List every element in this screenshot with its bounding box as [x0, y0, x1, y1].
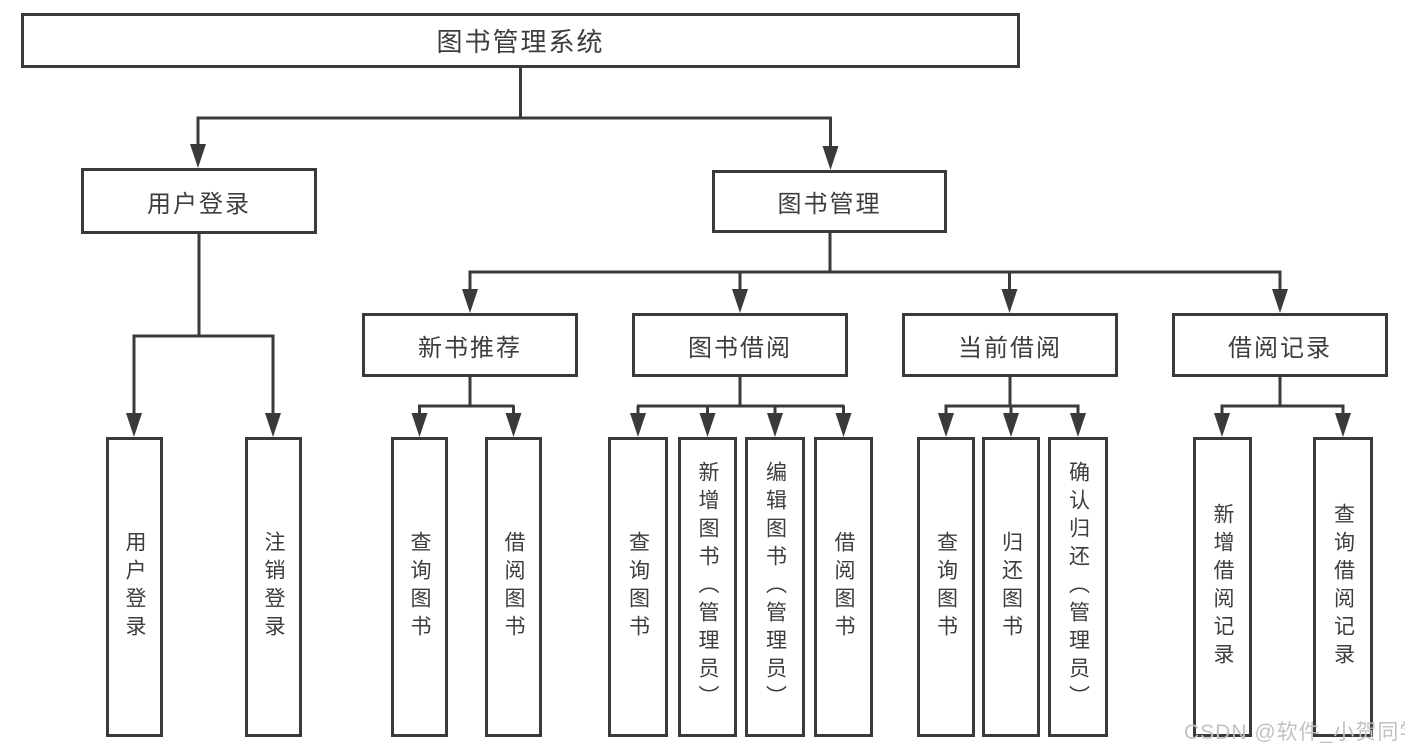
connector-new-book-to-leaves	[418, 377, 515, 413]
arrowheads-new-book-leaves	[411, 413, 522, 437]
node-label: 借阅记录	[1228, 334, 1332, 362]
node-label: 注销登录	[262, 531, 285, 643]
node-borrow-records: 借阅记录	[1172, 313, 1388, 377]
connector-user-login-to-leaves	[132, 234, 275, 413]
node-label: 当前借阅	[958, 334, 1062, 362]
node-label: 新增图书（管理员）	[696, 461, 719, 713]
csdn-watermark: CSDN @软件_小贺同学	[1184, 721, 1405, 744]
node-label: 查询图书	[626, 531, 650, 643]
connector-book-management-to-level3	[468, 233, 1282, 289]
connector-current-borrow-to-leaves	[944, 377, 1080, 413]
node-user-login: 用户登录	[81, 168, 317, 234]
leaf-query-borrow-record: 查询借阅记录	[1313, 437, 1373, 737]
leaf-add-book-admin: 新增图书（管理员）	[678, 437, 737, 737]
leaf-query-book-recommend: 查询图书	[391, 437, 448, 737]
leaf-borrow-book-recommend: 借阅图书	[485, 437, 542, 737]
leaf-query-book-borrow: 查询图书	[608, 437, 668, 737]
node-label: 图书管理	[777, 191, 882, 218]
leaf-confirm-return-admin: 确认归还（管理员）	[1048, 437, 1108, 737]
leaf-return-book: 归还图书	[982, 437, 1040, 737]
node-label: 归还图书	[999, 531, 1023, 643]
node-new-book-recommend: 新书推荐	[362, 313, 578, 377]
connector-root-to-level2	[196, 68, 832, 146]
leaf-logout: 注销登录	[245, 437, 302, 737]
leaf-user-login: 用户登录	[106, 437, 163, 737]
leaf-add-borrow-record: 新增借阅记录	[1193, 437, 1252, 737]
node-book-management: 图书管理	[712, 170, 947, 233]
node-label: 编辑图书（管理员）	[763, 461, 787, 713]
node-label: 用户登录	[147, 190, 251, 218]
arrowheads-user-login-leaves	[126, 413, 281, 437]
node-label: 图书借阅	[688, 334, 792, 362]
node-label: 查询图书	[934, 531, 958, 643]
arrowheads-level2	[190, 144, 839, 170]
leaf-borrow-book: 借阅图书	[814, 437, 873, 737]
node-label: 查询图书	[408, 531, 431, 643]
node-label: 确认归还（管理员）	[1066, 461, 1090, 713]
node-label: 新增借阅记录	[1211, 503, 1234, 671]
connector-borrow-records-to-leaves	[1220, 377, 1345, 413]
node-label: 新书推荐	[418, 334, 522, 362]
arrowheads-borrow-records-leaves	[1214, 413, 1351, 437]
leaf-query-book-current: 查询图书	[917, 437, 975, 737]
node-current-borrow: 当前借阅	[902, 313, 1118, 377]
node-label: 图书管理系统	[436, 27, 605, 57]
node-label: 查询借阅记录	[1331, 503, 1355, 671]
arrowheads-current-borrow-leaves	[938, 413, 1086, 437]
node-book-borrow: 图书借阅	[632, 313, 848, 377]
leaf-edit-book-admin: 编辑图书（管理员）	[745, 437, 805, 737]
node-label: 用户登录	[123, 531, 146, 643]
arrowheads-level3	[462, 289, 1288, 313]
node-label: 借阅图书	[832, 531, 855, 643]
node-label: 借阅图书	[502, 531, 525, 643]
arrowheads-book-borrow-leaves	[630, 413, 852, 437]
connector-book-borrow-to-leaves	[636, 377, 845, 413]
node-root-system: 图书管理系统	[21, 13, 1020, 68]
